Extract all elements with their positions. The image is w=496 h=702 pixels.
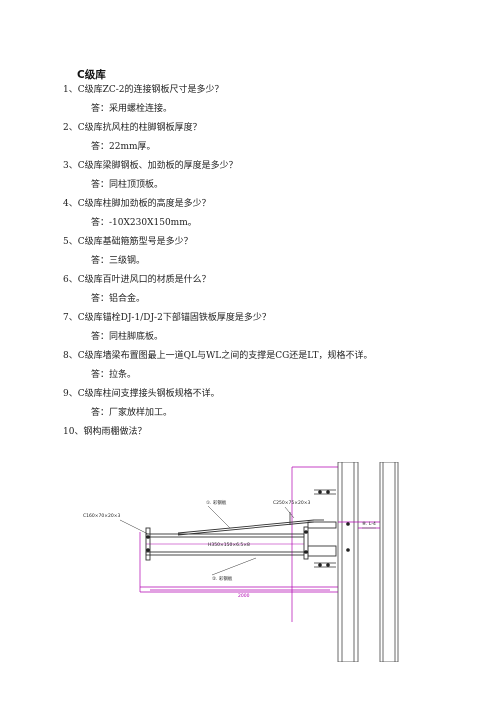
label-dimension: 2000 (238, 593, 250, 599)
document-title: C级库 (77, 69, 106, 81)
label-bottom-sheet: ②. 彩钢板 (212, 575, 233, 582)
label-right: ⑧. L-4 (362, 521, 376, 527)
question-6: 6、C级库百叶进风口的材质是什么？ (63, 275, 211, 285)
h-beam (145, 521, 337, 561)
brackets (289, 489, 336, 568)
question-9: 9、C级库柱间支撑接头钢板规格不详。 (63, 389, 220, 399)
answer-9: 答：厂家放样加工。 (91, 408, 173, 418)
question-4: 4、C级库柱脚加劲板的高度是多少？ (63, 199, 211, 209)
label-c160: C160×70×20×3 (83, 513, 120, 519)
question-2: 2、C级库抗风柱的柱脚钢板厚度？ (63, 123, 202, 133)
answer-2: 答：22mm厚。 (91, 142, 156, 152)
answer-3: 答：同柱顶顶板。 (91, 180, 164, 190)
answer-4: 答：-10X230X150mm。 (91, 218, 197, 228)
label-h-beam: H350×150×6.5×8 (208, 542, 250, 548)
bolts (146, 490, 350, 567)
answer-5: 答：三级钢。 (91, 256, 146, 266)
answer-8: 答：拉条。 (91, 370, 137, 380)
question-1: 1、C级库ZC-2的连接钢板尺寸是多少？ (63, 85, 224, 95)
canopy-detail-drawing: C160×70×20×3 ①. 彩钢板 C250×75×20×3 H350×15… (83, 462, 399, 662)
question-7: 7、C级库锚栓DJ-1/DJ-2下部锚固铁板厚度是多少？ (63, 313, 271, 323)
question-5: 5、C级库基础箍筋型号是多少？ (63, 237, 193, 247)
question-10: 10、钢构雨棚做法？ (63, 427, 147, 437)
column (337, 462, 399, 662)
question-3: 3、C级库梁脚钢板、加劲板的厚度是多少？ (63, 161, 238, 171)
roof-sheet (177, 519, 324, 536)
outline-lines (139, 466, 380, 622)
answer-7: 答：同柱脚底板。 (91, 332, 164, 342)
leader-lines (119, 505, 376, 576)
label-roof-sheet: ①. 彩钢板 (206, 499, 227, 506)
label-c250: C250×75×20×3 (273, 500, 310, 506)
question-8: 8、C级库墙梁布置图最上一道QL与WL之间的支撑是CG还是LT，规格不详。 (63, 351, 373, 361)
answer-1: 答：采用螺栓连接。 (91, 104, 173, 114)
answer-6: 答：铝合金。 (91, 294, 146, 304)
